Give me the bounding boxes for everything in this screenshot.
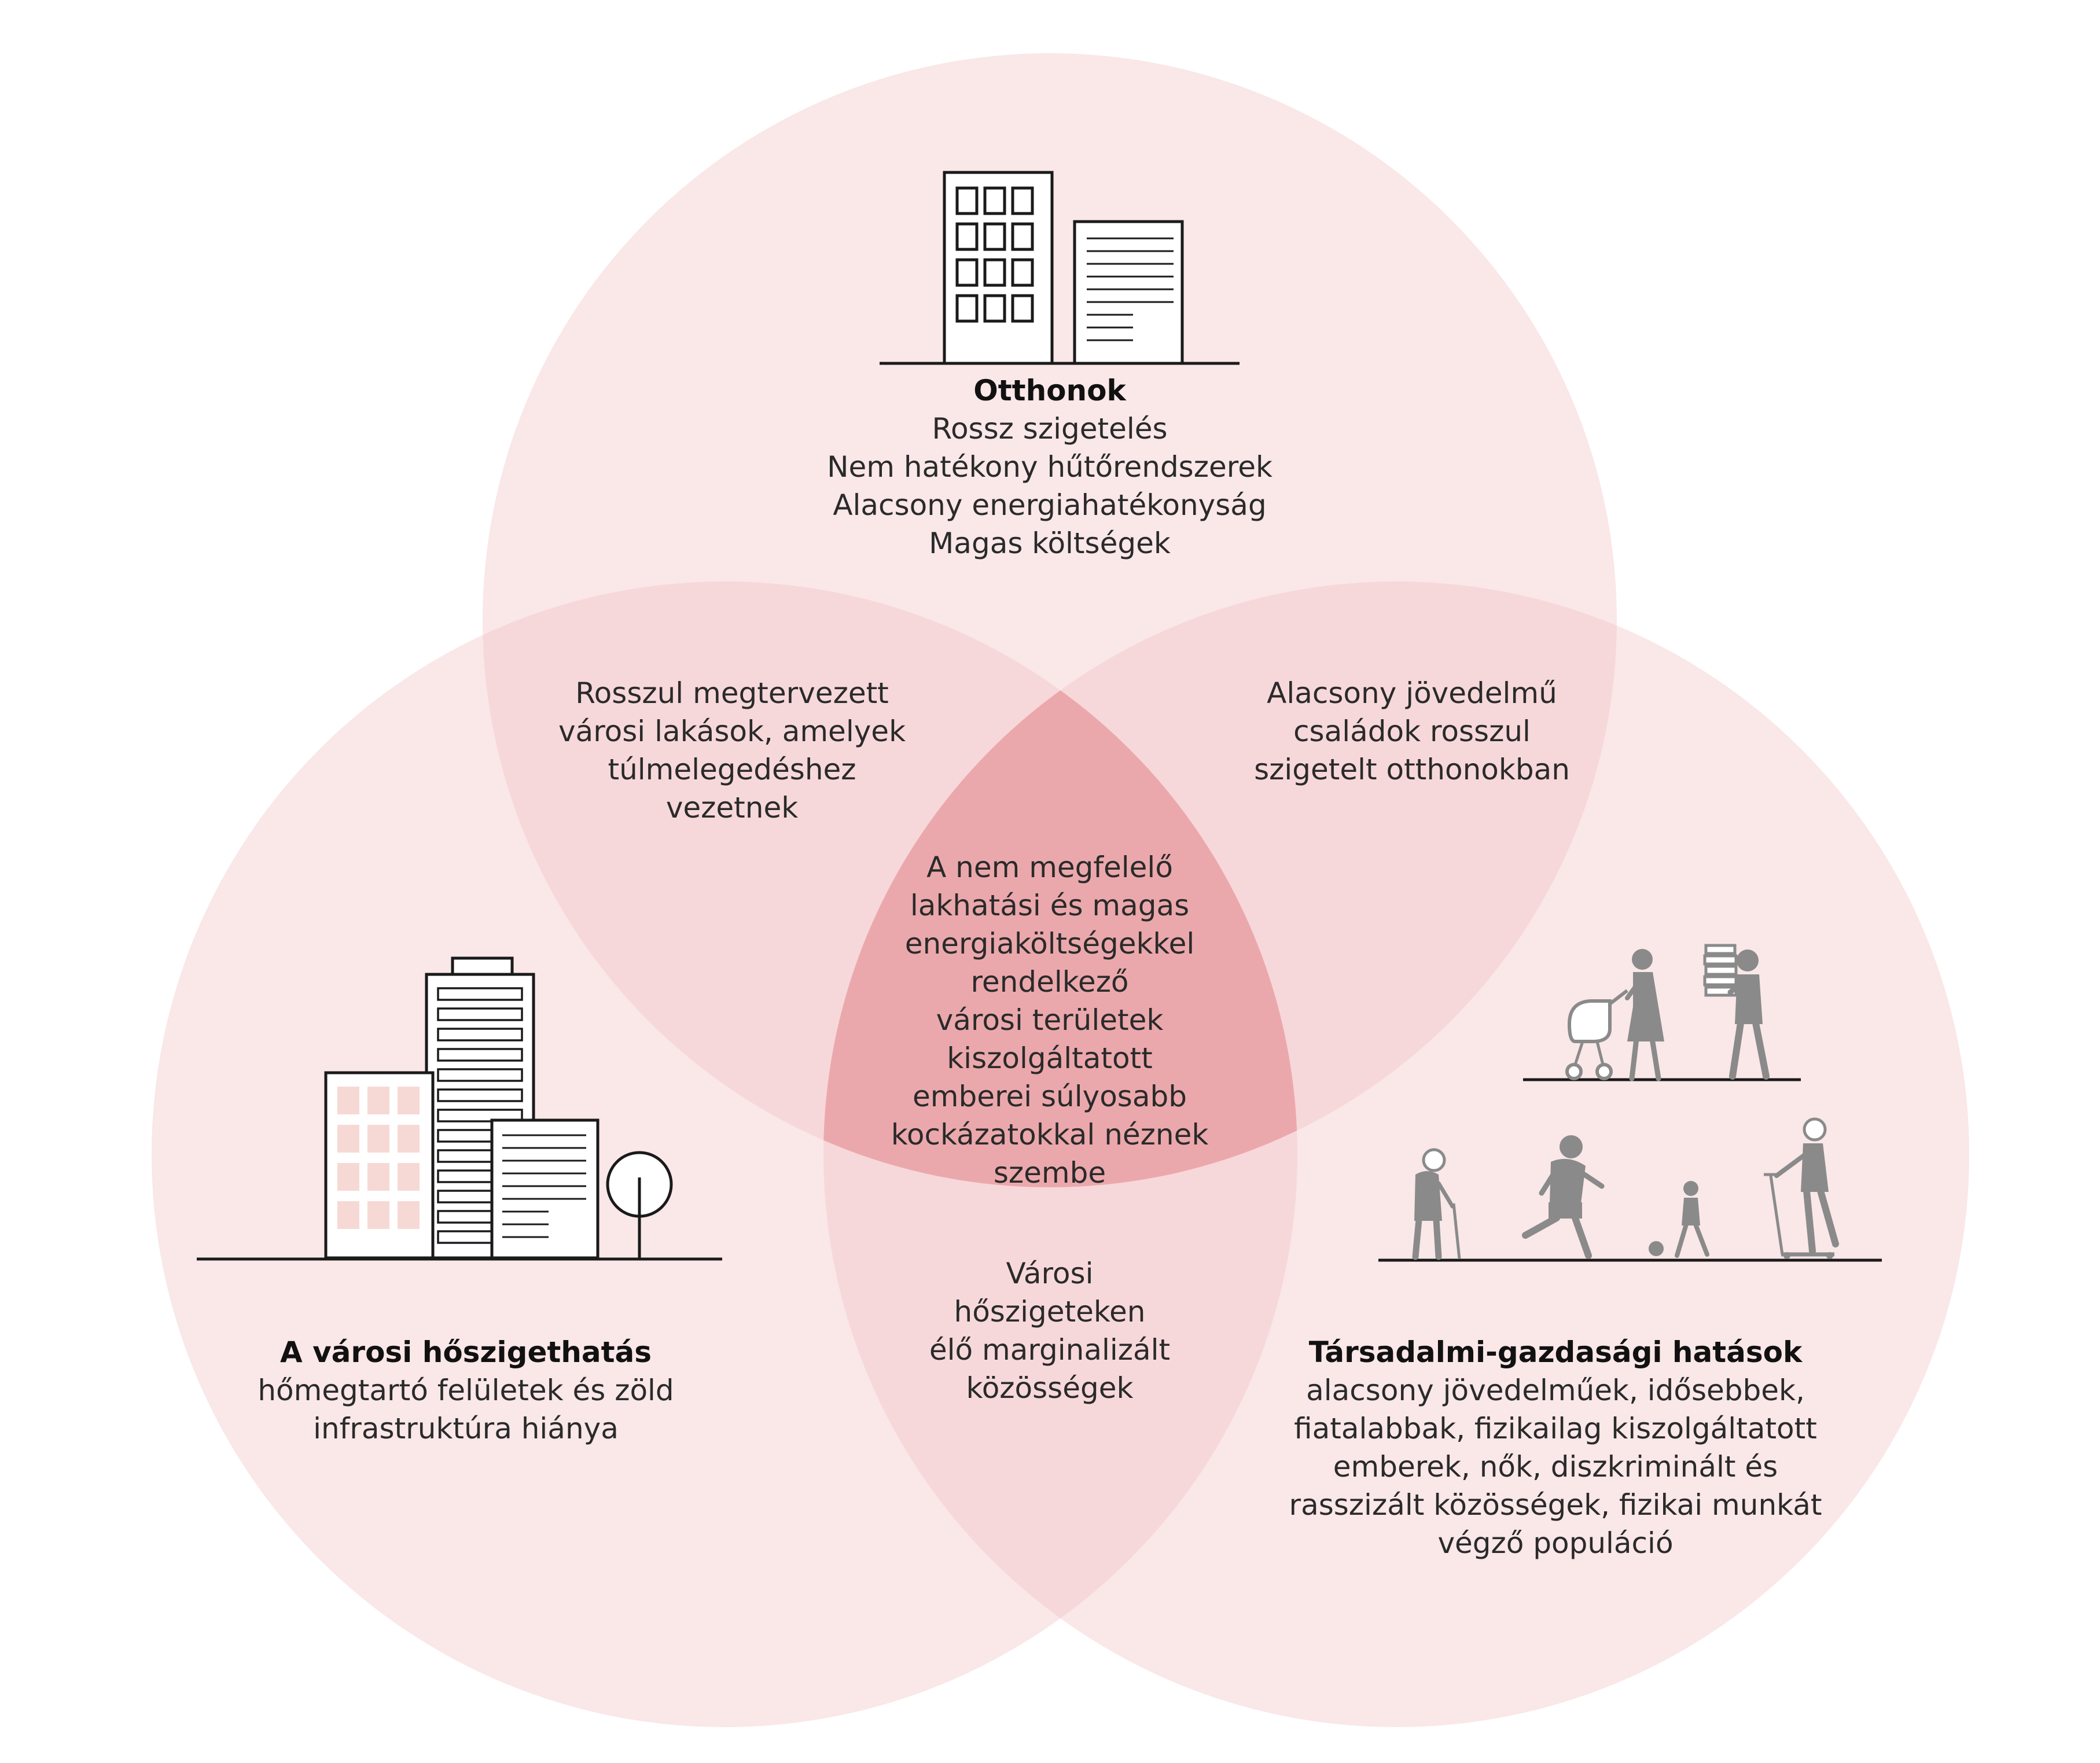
heat-island-label: A városi hőszigethatás hőmegtartó felüle… — [234, 1333, 697, 1448]
center-line: emberei súlyosabb — [913, 1080, 1187, 1113]
people-group-icon — [1378, 944, 1882, 1262]
child-with-ball-icon — [1649, 1181, 1709, 1258]
slat — [437, 1028, 523, 1041]
window — [983, 294, 1006, 323]
window — [337, 1201, 359, 1229]
homes-heat-overlap-label: Rosszul megtervezett városi lakások, ame… — [501, 674, 963, 827]
socio-economic-title: Társadalmi-gazdasági hatások — [1308, 1335, 1803, 1369]
window — [1011, 258, 1034, 287]
center-line: városi területek — [936, 1003, 1164, 1037]
heat-socio-overlap-label: Városi hőszigeteken élő marginalizált kö… — [876, 1254, 1223, 1407]
center-overlap — [823, 581, 1297, 1187]
elderly-person-with-cane-icon — [1412, 1148, 1461, 1260]
parent-with-stroller-icon — [1565, 949, 1664, 1081]
center-line: szembe — [993, 1156, 1106, 1190]
slat — [437, 1109, 523, 1122]
person-carrying-boxes-icon — [1703, 944, 1770, 1080]
center-line: energiaköltségekkel — [904, 927, 1195, 960]
window — [1011, 222, 1034, 251]
window — [398, 1201, 420, 1229]
window — [337, 1163, 359, 1191]
homes-heat-line: túlmelegedéshez — [608, 753, 856, 786]
homes-socio-overlap-label: Alacsony jövedelmű családok rosszul szig… — [1180, 674, 1643, 789]
window — [955, 258, 979, 287]
heat-socio-line: élő marginalizált — [929, 1333, 1171, 1367]
heat-socio-line: hőszigeteken — [954, 1295, 1146, 1328]
homes-heat-line: Rosszul megtervezett — [575, 676, 889, 710]
venn-circles — [152, 53, 1969, 1727]
slat — [437, 1088, 523, 1102]
heat-socio-line: közösségek — [966, 1371, 1134, 1405]
homes-socio-line: Alacsony jövedelmű — [1267, 676, 1557, 710]
window — [367, 1201, 389, 1229]
window — [337, 1125, 359, 1153]
apartment-buildings-icon — [880, 171, 1240, 365]
socio-economic-line: emberek, nők, diszkriminált és — [1333, 1450, 1778, 1484]
slat — [437, 1007, 523, 1021]
homes-line: Rossz szigetelés — [932, 412, 1168, 446]
homes-line: Nem hatékony hűtőrendszerek — [827, 450, 1272, 484]
heat-island-line: infrastruktúra hiánya — [313, 1412, 619, 1445]
window — [955, 294, 979, 323]
center-overlap-label: A nem megfelelő lakhatási és magas energ… — [847, 848, 1252, 1192]
window — [398, 1087, 420, 1114]
window — [398, 1125, 420, 1153]
socio-economic-line: végző populáció — [1437, 1526, 1674, 1560]
socio-economic-line: fiatalabbak, fizikailag kiszolgáltatott — [1294, 1412, 1817, 1445]
window — [337, 1087, 359, 1114]
homes-label: Otthonok Rossz szigetelés Nem hatékony h… — [760, 371, 1339, 562]
window — [367, 1125, 389, 1153]
slat — [437, 1048, 523, 1062]
running-man-icon — [1522, 1135, 1605, 1259]
window — [983, 222, 1006, 251]
slat — [437, 1068, 523, 1082]
window — [367, 1087, 389, 1114]
center-line: lakhatási és magas — [910, 889, 1190, 922]
homes-title: Otthonok — [973, 374, 1126, 407]
center-line: rendelkező — [970, 965, 1129, 999]
heat-island-title: A városi hőszigethatás — [279, 1335, 652, 1369]
heat-island-line: hőmegtartó felületek és zöld — [258, 1374, 674, 1407]
window — [398, 1163, 420, 1191]
homes-line: Alacsony energiahatékonyság — [833, 488, 1267, 522]
window — [1011, 186, 1034, 215]
city-buildings-with-tree-icon — [197, 956, 722, 1261]
circle-homes — [483, 53, 1617, 1187]
window — [955, 186, 979, 215]
socio-economic-label: Társadalmi-gazdasági hatások alacsony jö… — [1266, 1333, 1845, 1562]
center-line: kiszolgáltatott — [947, 1041, 1153, 1075]
window — [1011, 294, 1034, 323]
window — [367, 1163, 389, 1191]
socio-economic-line: rasszizált közösségek, fizikai munkát — [1289, 1488, 1822, 1522]
homes-heat-line: városi lakások, amelyek — [558, 715, 906, 748]
homes-heat-line: vezetnek — [665, 791, 799, 825]
heat-socio-line: Városi — [1006, 1257, 1094, 1290]
center-line: A nem megfelelő — [926, 851, 1173, 884]
homes-socio-line: szigetelt otthonokban — [1254, 753, 1570, 786]
window — [983, 258, 1006, 287]
window — [955, 222, 979, 251]
person-on-scooter-icon — [1764, 1117, 1839, 1259]
slat — [437, 987, 523, 1001]
socio-economic-line: alacsony jövedelműek, idősebbek, — [1306, 1374, 1805, 1407]
homes-socio-line: családok rosszul — [1293, 715, 1531, 748]
center-line: kockázatokkal néznek — [891, 1118, 1209, 1151]
homes-line: Magas költségek — [929, 527, 1171, 560]
window — [983, 186, 1006, 215]
